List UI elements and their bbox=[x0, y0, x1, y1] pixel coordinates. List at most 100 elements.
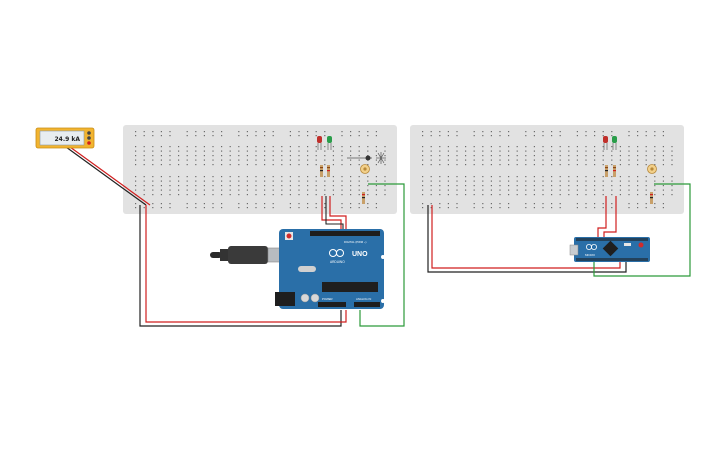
breadboard-hole[interactable] bbox=[341, 207, 343, 209]
breadboard-hole[interactable] bbox=[238, 180, 240, 182]
breadboard-hole[interactable] bbox=[307, 146, 309, 148]
breadboard-hole[interactable] bbox=[384, 194, 386, 196]
breadboard-hole[interactable] bbox=[568, 159, 570, 161]
breadboard-hole[interactable] bbox=[430, 189, 432, 191]
breadboard-hole[interactable] bbox=[542, 164, 544, 166]
breadboard-hole[interactable] bbox=[375, 189, 377, 191]
breadboard-hole[interactable] bbox=[384, 164, 386, 166]
breadboard-hole[interactable] bbox=[289, 189, 291, 191]
breadboard-hole[interactable] bbox=[602, 131, 604, 133]
breadboard-hole[interactable] bbox=[332, 189, 334, 191]
breadboard-hole[interactable] bbox=[447, 207, 449, 209]
breadboard-hole[interactable] bbox=[516, 155, 518, 157]
breadboard-hole[interactable] bbox=[289, 207, 291, 209]
breadboard-hole[interactable] bbox=[456, 146, 458, 148]
breadboard-hole[interactable] bbox=[384, 189, 386, 191]
breadboard-hole[interactable] bbox=[576, 155, 578, 157]
breadboard-hole[interactable] bbox=[152, 194, 154, 196]
breadboard-hole[interactable] bbox=[315, 135, 317, 137]
breadboard-hole[interactable] bbox=[628, 180, 630, 182]
breadboard-hole[interactable] bbox=[229, 180, 231, 182]
breadboard-hole[interactable] bbox=[525, 176, 527, 178]
breadboard-hole[interactable] bbox=[576, 194, 578, 196]
breadboard-hole[interactable] bbox=[341, 164, 343, 166]
breadboard-hole[interactable] bbox=[542, 203, 544, 205]
breadboard-hole[interactable] bbox=[255, 164, 257, 166]
breadboard-hole[interactable] bbox=[447, 146, 449, 148]
breadboard-hole[interactable] bbox=[473, 159, 475, 161]
breadboard-hole[interactable] bbox=[662, 135, 664, 137]
breadboard-hole[interactable] bbox=[143, 155, 145, 157]
breadboard-hole[interactable] bbox=[135, 150, 137, 152]
breadboard-hole[interactable] bbox=[585, 203, 587, 205]
breadboard-hole[interactable] bbox=[594, 135, 596, 137]
breadboard-hole[interactable] bbox=[490, 146, 492, 148]
breadboard-hole[interactable] bbox=[568, 146, 570, 148]
breadboard-hole[interactable] bbox=[482, 150, 484, 152]
breadboard-hole[interactable] bbox=[559, 207, 561, 209]
breadboard-hole[interactable] bbox=[152, 159, 154, 161]
breadboard-hole[interactable] bbox=[195, 146, 197, 148]
breadboard-hole[interactable] bbox=[203, 150, 205, 152]
breadboard-hole[interactable] bbox=[315, 180, 317, 182]
breadboard-hole[interactable] bbox=[350, 189, 352, 191]
breadboard-hole[interactable] bbox=[482, 194, 484, 196]
breadboard-hole[interactable] bbox=[671, 150, 673, 152]
breadboard-hole[interactable] bbox=[559, 189, 561, 191]
breadboard-hole[interactable] bbox=[178, 164, 180, 166]
breadboard-hole[interactable] bbox=[272, 155, 274, 157]
breadboard-hole[interactable] bbox=[525, 164, 527, 166]
breadboard-hole[interactable] bbox=[384, 155, 386, 157]
breadboard-hole[interactable] bbox=[645, 185, 647, 187]
breadboard-hole[interactable] bbox=[473, 203, 475, 205]
breadboard-hole[interactable] bbox=[559, 159, 561, 161]
breadboard-hole[interactable] bbox=[298, 159, 300, 161]
breadboard-hole[interactable] bbox=[375, 203, 377, 205]
breadboard-hole[interactable] bbox=[307, 185, 309, 187]
breadboard-hole[interactable] bbox=[178, 189, 180, 191]
breadboard-hole[interactable] bbox=[203, 194, 205, 196]
breadboard-hole[interactable] bbox=[499, 203, 501, 205]
breadboard-hole[interactable] bbox=[551, 189, 553, 191]
breadboard-hole[interactable] bbox=[422, 135, 424, 137]
breadboard-hole[interactable] bbox=[447, 159, 449, 161]
breadboard-hole[interactable] bbox=[619, 180, 621, 182]
breadboard-hole[interactable] bbox=[315, 159, 317, 161]
breadboard-hole[interactable] bbox=[315, 207, 317, 209]
breadboard-hole[interactable] bbox=[350, 150, 352, 152]
breadboard-hole[interactable] bbox=[255, 135, 257, 137]
breadboard-hole[interactable] bbox=[281, 185, 283, 187]
breadboard-hole[interactable] bbox=[525, 203, 527, 205]
breadboard-hole[interactable] bbox=[350, 155, 352, 157]
breadboard-hole[interactable] bbox=[585, 189, 587, 191]
breadboard-hole[interactable] bbox=[341, 159, 343, 161]
breadboard-hole[interactable] bbox=[439, 189, 441, 191]
breadboard-hole[interactable] bbox=[439, 180, 441, 182]
resistors-right[interactable] bbox=[605, 165, 653, 204]
breadboard-hole[interactable] bbox=[465, 189, 467, 191]
breadboard-hole[interactable] bbox=[490, 185, 492, 187]
breadboard-hole[interactable] bbox=[654, 180, 656, 182]
breadboard-hole[interactable] bbox=[559, 155, 561, 157]
breadboard-hole[interactable] bbox=[611, 164, 613, 166]
breadboard-hole[interactable] bbox=[662, 185, 664, 187]
breadboard-hole[interactable] bbox=[315, 203, 317, 205]
light-sensor-icon[interactable] bbox=[347, 152, 386, 164]
breadboard-hole[interactable] bbox=[611, 176, 613, 178]
breadboard-hole[interactable] bbox=[585, 185, 587, 187]
breadboard-hole[interactable] bbox=[298, 185, 300, 187]
breadboard-hole[interactable] bbox=[499, 207, 501, 209]
breadboard-hole[interactable] bbox=[212, 135, 214, 137]
breadboard-hole[interactable] bbox=[367, 135, 369, 137]
breadboard-hole[interactable] bbox=[160, 180, 162, 182]
breadboard-hole[interactable] bbox=[307, 207, 309, 209]
breadboard-hole[interactable] bbox=[281, 159, 283, 161]
breadboard-hole[interactable] bbox=[456, 185, 458, 187]
breadboard-hole[interactable] bbox=[482, 207, 484, 209]
breadboard-hole[interactable] bbox=[611, 189, 613, 191]
breadboard-hole[interactable] bbox=[195, 150, 197, 152]
wire-red-micro-d1[interactable] bbox=[597, 196, 607, 238]
breadboard-hole[interactable] bbox=[203, 207, 205, 209]
breadboard-hole[interactable] bbox=[307, 135, 309, 137]
breadboard-hole[interactable] bbox=[456, 150, 458, 152]
